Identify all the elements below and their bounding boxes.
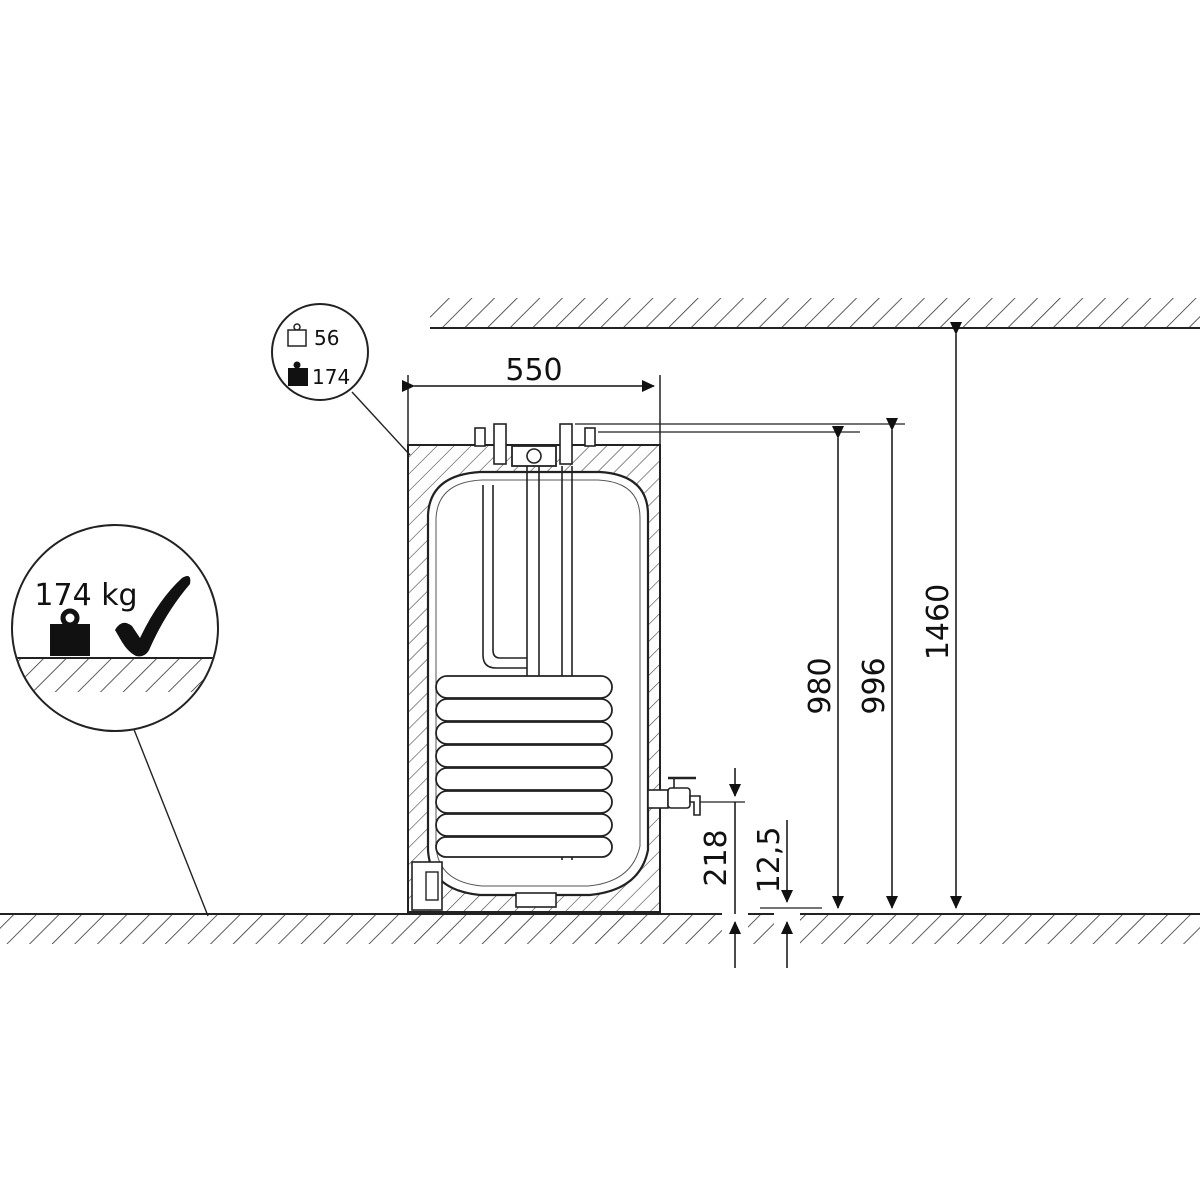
drain-tap-icon bbox=[647, 776, 701, 816]
foot-height-dimension: 12,5 bbox=[752, 820, 822, 968]
floor-load-badge: 174 kg bbox=[11, 524, 219, 917]
height-980-dimension: 980 bbox=[803, 426, 844, 909]
full-weight-icon bbox=[288, 361, 308, 386]
full-weight-value: 174 bbox=[312, 365, 350, 389]
outlet-height-dimension: 218 bbox=[699, 768, 745, 968]
floor-load-weight: 174 kg bbox=[34, 578, 137, 613]
tank bbox=[407, 423, 701, 913]
height-980-label: 980 bbox=[803, 657, 838, 714]
checkmark-icon bbox=[115, 576, 191, 657]
height-996-dimension: 996 bbox=[857, 418, 898, 909]
width-label: 550 bbox=[505, 353, 562, 388]
ceiling bbox=[430, 298, 1200, 329]
weight-icon bbox=[50, 608, 90, 656]
floor bbox=[0, 905, 1200, 950]
foot-height-label: 12,5 bbox=[752, 827, 787, 894]
empty-weight-icon bbox=[287, 323, 307, 347]
heating-coil bbox=[435, 675, 613, 858]
room-height-label: 1460 bbox=[921, 584, 956, 660]
weight-badge: 56 174 bbox=[271, 303, 411, 456]
outlet-height-label: 218 bbox=[699, 829, 734, 886]
empty-weight-value: 56 bbox=[314, 326, 339, 350]
height-996-label: 996 bbox=[857, 657, 892, 714]
room-height-dimension: 1460 bbox=[921, 322, 962, 909]
width-dimension: 550 bbox=[402, 353, 661, 445]
